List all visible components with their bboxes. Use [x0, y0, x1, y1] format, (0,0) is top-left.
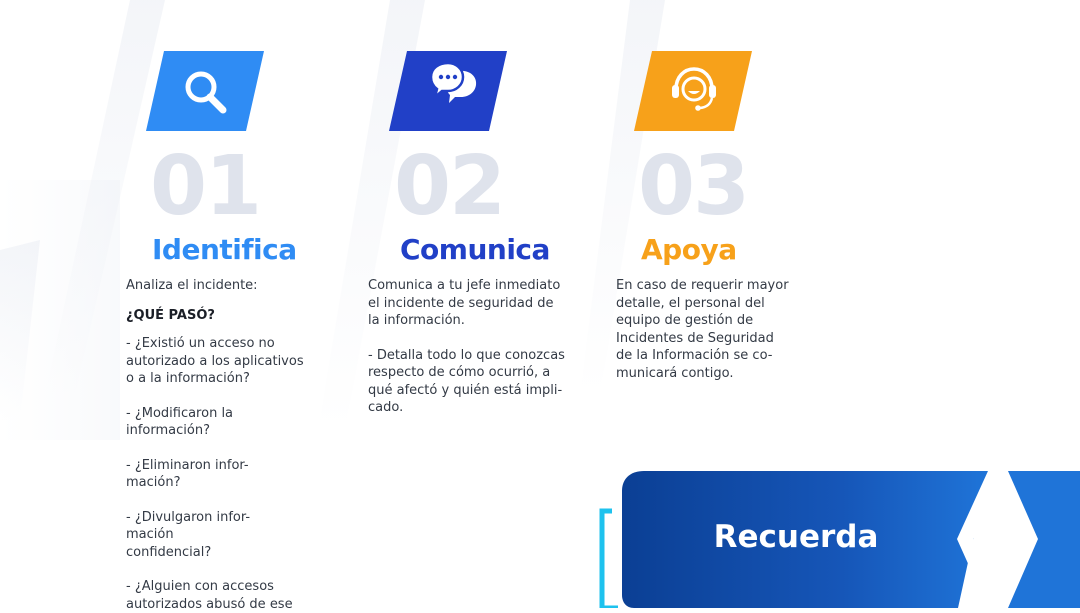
text-line: - ¿Alguien con accesos — [126, 578, 316, 596]
text-line: mación — [126, 526, 316, 544]
step-03-number: 03 — [638, 146, 748, 228]
text-line: - ¿Eliminaron infor- — [126, 457, 316, 475]
text-line: - ¿Divulgaron infor- — [126, 509, 316, 527]
text-line: autorizados abusó de ese — [126, 596, 316, 613]
step-03-icon-tile — [634, 51, 754, 131]
step-01-title: Identifica — [152, 232, 297, 268]
text-line: Incidentes de Seguridad — [616, 330, 811, 348]
text-line: municará contigo. — [616, 365, 811, 383]
step-01-description: Analiza el incidente: ¿QUÉ PASÓ? - ¿Exis… — [126, 277, 316, 613]
text-line: Analiza el incidente: — [126, 277, 316, 295]
chat-bubbles-icon — [389, 51, 509, 131]
text-line: confidencial? — [126, 544, 316, 562]
text-line: de la Información se co- — [616, 347, 811, 365]
accent-bracket — [602, 511, 618, 608]
step-02-icon-tile — [389, 51, 509, 131]
step-02-number: 02 — [394, 146, 504, 228]
light-streak — [0, 180, 120, 440]
recuerda-label: Recuerda — [648, 516, 944, 558]
text-line: el incidente de seguridad de — [368, 295, 573, 313]
chevron-panel — [1008, 471, 1080, 608]
step-03-title: Apoya — [641, 232, 737, 268]
text-line: mación? — [126, 474, 316, 492]
step-01-number: 01 — [150, 146, 260, 228]
magnifier-icon — [146, 51, 266, 131]
step-02-title: Comunica — [400, 232, 550, 268]
text-line: Comunica a tu jefe inmediato — [368, 277, 573, 295]
step-03-description: En caso de requerir mayor detalle, el pe… — [616, 277, 811, 382]
text-line: detalle, el personal del — [616, 295, 811, 313]
text-line: En caso de requerir mayor — [616, 277, 811, 295]
text-line: qué afectó y quién está impli- — [368, 382, 573, 400]
text-line: autorizado a los aplicativos — [126, 353, 316, 371]
step-02-description: Comunica a tu jefe inmediato el incident… — [368, 277, 573, 417]
text-line: cado. — [368, 399, 573, 417]
text-line: ¿QUÉ PASÓ? — [126, 307, 316, 325]
text-line: - ¿Existió un acceso no — [126, 335, 316, 353]
headset-support-icon — [634, 51, 754, 131]
text-line: o a la información? — [126, 370, 316, 388]
text-line: la información. — [368, 312, 573, 330]
text-line: - ¿Modificaron la — [126, 405, 316, 423]
step-01-icon-tile — [146, 51, 266, 131]
text-line: información? — [126, 422, 316, 440]
text-line: respecto de cómo ocurrió, a — [368, 364, 573, 382]
text-line: equipo de gestión de — [616, 312, 811, 330]
text-line: - Detalla todo lo que conozcas — [368, 347, 573, 365]
